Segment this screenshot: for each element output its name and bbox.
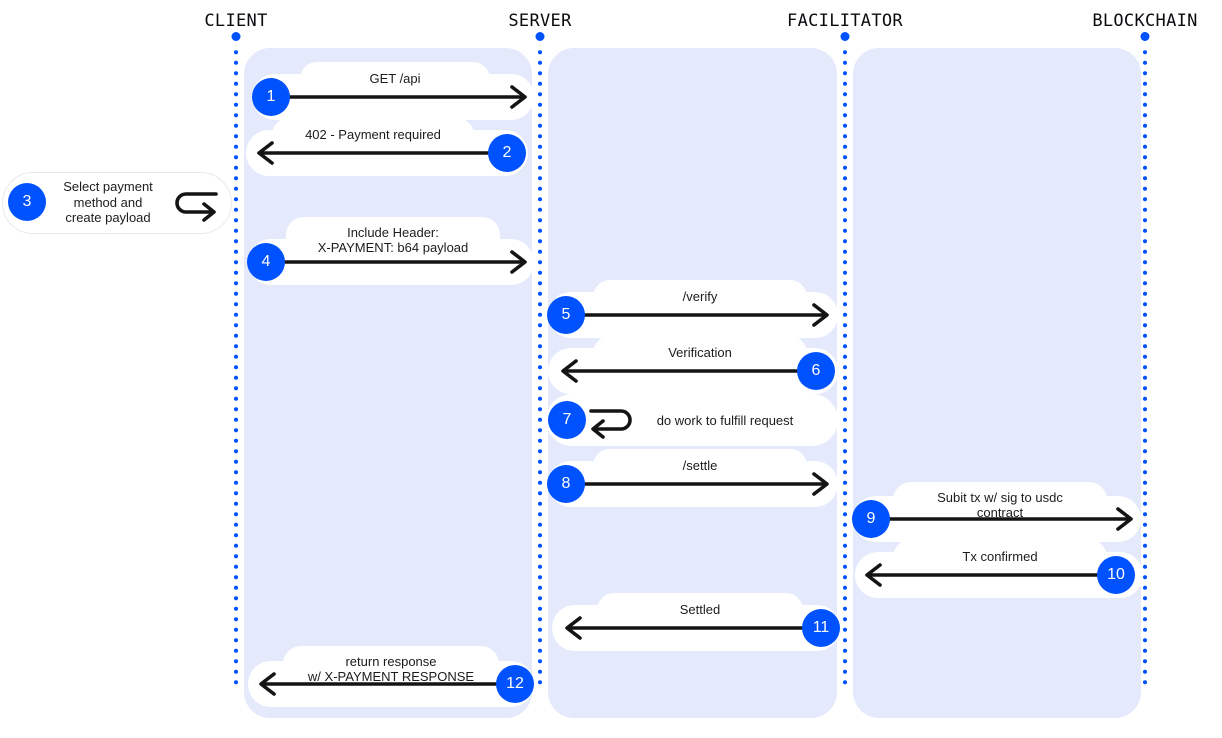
step-number-badge: 10: [1097, 556, 1135, 594]
step-number-badge: 6: [797, 352, 835, 390]
actor-label-server: SERVER: [508, 11, 572, 31]
lifeline-cap-dot: [231, 32, 241, 41]
step-number-badge: 3: [8, 183, 46, 221]
step-number-badge: 1: [252, 78, 290, 116]
left-arrow-icon: [565, 616, 806, 640]
right-arrow-icon: [286, 85, 527, 109]
return-arrow-icon: [175, 192, 218, 222]
left-arrow-icon: [257, 141, 500, 165]
message-label: Settled: [597, 593, 803, 627]
left-arrow-icon: [561, 359, 802, 383]
actor-label-client: CLIENT: [204, 11, 268, 31]
lifeline-server: [535, 32, 545, 685]
step-number-badge: 9: [852, 500, 890, 538]
lifeline-blockchain: [1140, 32, 1150, 685]
lane-facilitator-blockchain: [853, 48, 1141, 718]
left-arrow-icon: [259, 672, 500, 696]
left-arrow-icon: [865, 563, 1102, 587]
step-number-badge: 7: [548, 401, 586, 439]
lifeline-cap-dot: [840, 32, 850, 41]
step-number-badge: 12: [496, 665, 534, 703]
message-label: /settle: [593, 449, 807, 483]
right-arrow-icon: [281, 250, 527, 274]
step-number-badge: 11: [802, 609, 840, 647]
step-number-badge: 8: [547, 465, 585, 503]
step-number-badge: 4: [247, 243, 285, 281]
step-number-badge: 2: [488, 134, 526, 172]
message-label: do work to fulfill request: [656, 413, 794, 428]
lifeline-dotted-line: [1142, 47, 1148, 685]
actor-label-facilitator: FACILITATOR: [787, 11, 903, 31]
message-label: Tx confirmed: [893, 540, 1107, 574]
message-label: GET /api: [300, 62, 490, 96]
lifeline-client: [231, 32, 241, 685]
right-arrow-icon: [886, 507, 1133, 531]
lifeline-dotted-line: [233, 47, 239, 685]
step-number-badge: 5: [547, 296, 585, 334]
loop-arrow-icon: [589, 409, 632, 439]
actor-label-blockchain: BLOCKCHAIN: [1092, 11, 1198, 31]
lifeline-cap-dot: [1140, 32, 1150, 41]
lifeline-dotted-line: [537, 47, 543, 685]
message-label: Include Header: X-PAYMENT: b64 payload: [286, 217, 500, 263]
message-label: /verify: [593, 280, 807, 314]
lifeline-cap-dot: [535, 32, 545, 41]
message-label: Select payment method and create payload: [63, 179, 153, 225]
message-label: 402 - Payment required: [272, 118, 474, 152]
right-arrow-icon: [581, 472, 829, 496]
lifeline-dotted-line: [842, 47, 848, 685]
lifeline-facilitator: [840, 32, 850, 685]
note-bubble: [546, 394, 838, 446]
message-label: Verification: [593, 336, 807, 370]
right-arrow-icon: [581, 303, 829, 327]
